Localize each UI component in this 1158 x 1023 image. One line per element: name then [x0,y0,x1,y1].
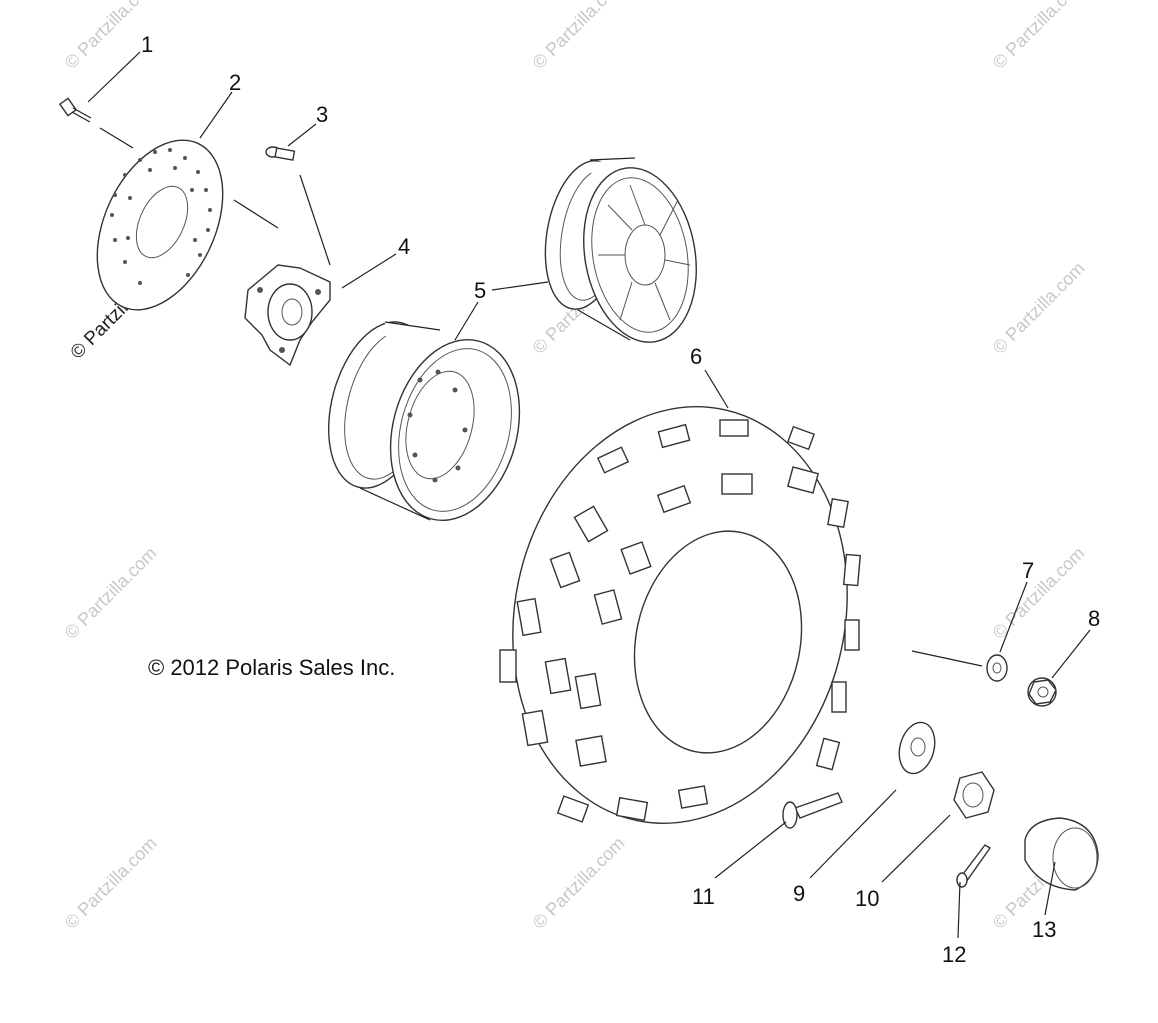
watermark-9: © Partzilla.com [61,833,161,933]
watermark-2: © Partzilla.com [529,0,629,73]
part-10-castle-nut [953,771,995,819]
watermark-6: © Partzilla.com [61,543,161,643]
callout-11: 11 [692,884,715,909]
callout-13: 13 [1032,917,1056,942]
part-5-wheel-rim-front [327,321,521,522]
tire-tread-blocks [499,419,862,823]
callout-1: 1 [141,32,153,57]
part-3-stud [265,146,331,266]
watermark-5: © Partzilla.com [989,258,1089,358]
callout-2: 2 [229,70,241,95]
callout-12: 12 [942,942,966,967]
callout-6: 6 [690,344,702,369]
part-6-tire [499,406,862,824]
callout-5: 5 [474,278,486,303]
callout-3: 3 [316,102,328,127]
part-2-brake-disc [96,127,279,311]
part-1-bolt [58,97,92,123]
callout-10: 10 [855,886,879,911]
watermark-8: © Partzilla.com [989,543,1089,643]
part-9-washer [898,721,936,775]
part-7-washer [911,650,1008,682]
callout-4: 4 [398,234,410,259]
part-11-bolt [782,792,843,829]
watermark-10: © Partzilla.com [529,833,629,933]
part-12-cotter-pin [956,844,992,888]
rim-spokes [598,184,691,321]
callout-7: 7 [1022,558,1034,583]
watermark-3: © Partzilla.com [989,0,1089,73]
part-4-hub [244,264,331,367]
callout-9: 9 [793,881,805,906]
callout-numbers: 1 2 3 4 5 6 7 8 9 10 11 12 13 [141,32,1100,967]
part-5-wheel-rim-rear [544,157,697,343]
callout-8: 8 [1088,606,1100,631]
disc-holes [110,148,212,285]
leader-lines [87,51,1091,939]
copyright-text: © 2012 Polaris Sales Inc. [148,655,395,680]
part-8-flange-nut [1027,677,1057,707]
